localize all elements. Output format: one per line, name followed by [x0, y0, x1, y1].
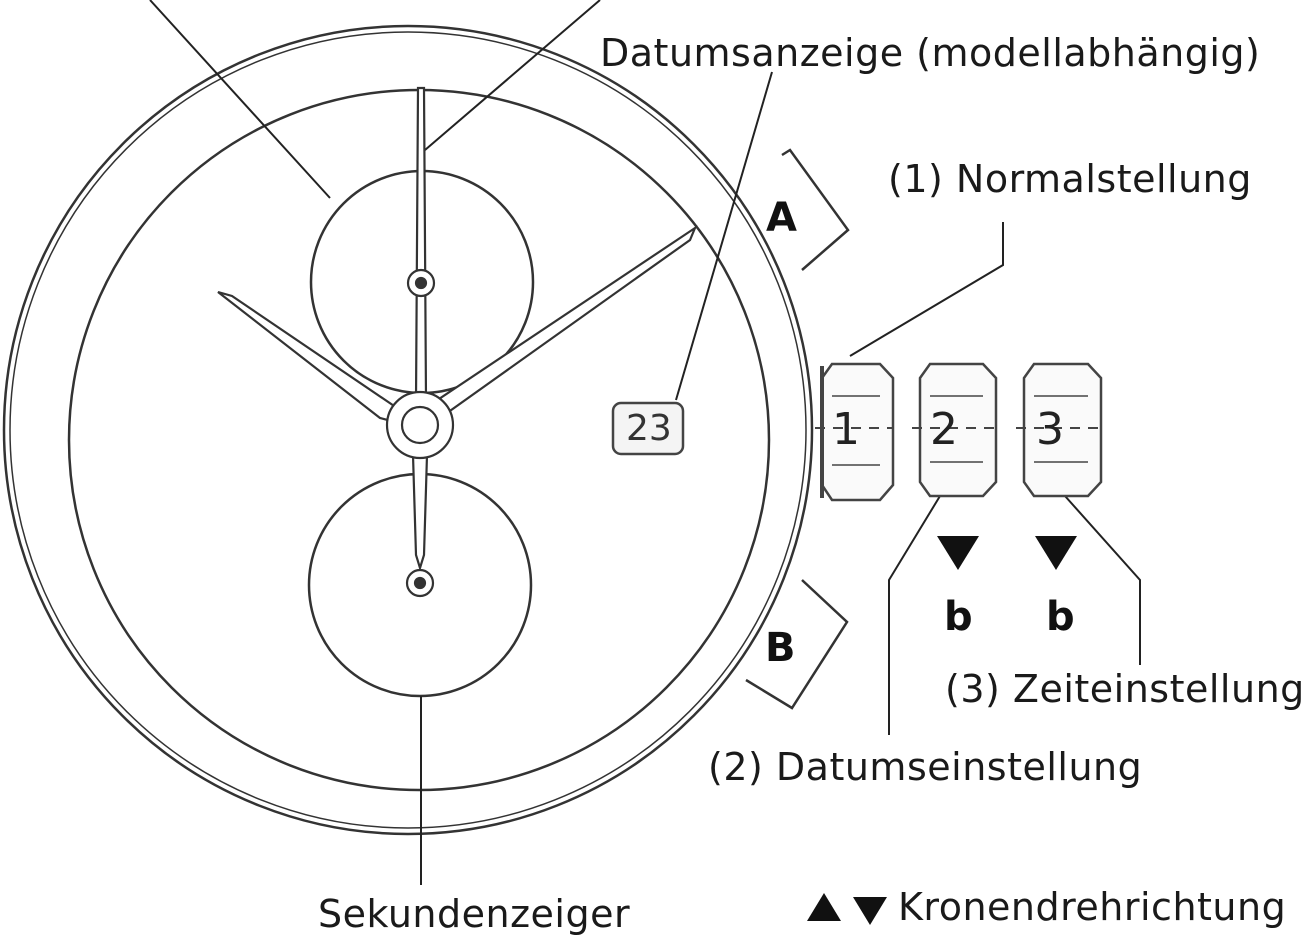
case-outer-ring: [2, 24, 814, 836]
pusher-b-label: B: [765, 625, 796, 671]
leader-line-date-setting: [888, 495, 941, 735]
leader-line-time-setting: [1064, 495, 1141, 665]
crown-rotation-label: Kronendrehrichtung: [898, 885, 1287, 929]
date-window: [611, 401, 685, 456]
rotation-mark-b: b: [1046, 594, 1075, 640]
crown-number-2: 2: [930, 404, 958, 455]
pusher-a: [781, 148, 850, 271]
seconds-hand-label: Sekundenzeiger: [318, 892, 631, 936]
crown-number-3: 3: [1036, 404, 1064, 455]
date-setting-label: (2) Datumseinstellung: [708, 745, 1143, 789]
time-setting-label: (3) Zeiteinstellung: [945, 667, 1305, 711]
rotation-arrow-down-icon: [937, 536, 979, 570]
leader-line-normal-position: [849, 222, 1004, 357]
pusher-a-label: A: [766, 195, 797, 241]
legend-arrow-down-icon: [853, 897, 887, 925]
center-hand: [414, 86, 428, 402]
crown-position-3: [1016, 362, 1105, 498]
rotation-mark-b: b: [944, 594, 973, 640]
leader-line-date-display: [675, 71, 773, 401]
upper-subdial-pivot-dot: [414, 276, 428, 290]
crown-position-1: [815, 362, 895, 502]
pusher-b: [745, 579, 849, 710]
hour-hand: [217, 290, 402, 424]
seconds-hand-tail: [411, 453, 429, 572]
date-display-label: Datumsanzeige (modellabhängig): [600, 31, 1261, 75]
date-window-number: 23: [626, 408, 672, 449]
legend-arrow-up-icon: [807, 893, 841, 921]
rotation-arrow-down-icon: [1035, 536, 1077, 570]
lower-subdial-pivot-dot: [413, 576, 427, 590]
normal-position-label: (1) Normalstellung: [888, 157, 1252, 201]
crown-position-2: [912, 362, 1000, 498]
crown-number-1: 1: [832, 404, 860, 455]
leader-line-top-left: [149, 0, 331, 199]
minute-hand: [428, 225, 698, 420]
leader-line-top-center: [424, 0, 601, 151]
center-pivot-inner: [400, 405, 440, 445]
case-outer-ring-inner-line: [9, 31, 807, 829]
